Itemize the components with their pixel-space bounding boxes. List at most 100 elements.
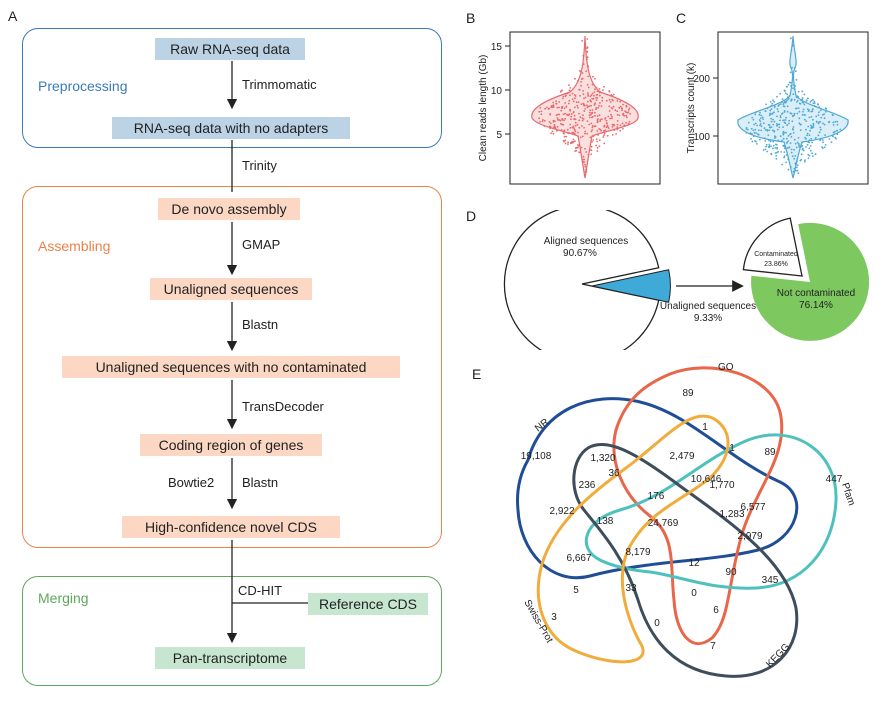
violin-dot — [584, 165, 587, 168]
violin-dot — [565, 135, 568, 138]
violin-dot — [780, 151, 782, 153]
label-not-contaminated-pct: 76.14% — [799, 300, 833, 311]
violin-dot — [808, 147, 811, 150]
violin-dot — [581, 39, 584, 42]
violin-dot — [603, 132, 606, 135]
violin-dot — [629, 113, 631, 115]
violin-dot — [592, 97, 595, 100]
violin-dot — [779, 135, 782, 138]
violin-dot — [797, 142, 800, 145]
violin-dot — [783, 155, 786, 158]
violin-dot — [786, 124, 789, 126]
violin-dot — [598, 128, 600, 130]
violin-dot — [774, 152, 777, 154]
violin-dot — [559, 90, 562, 93]
violin-dot — [574, 150, 577, 153]
violin-dot — [772, 140, 775, 143]
violin-dot — [578, 126, 581, 129]
violin-dot — [598, 91, 601, 94]
violin-dot — [579, 94, 581, 97]
violin-dot — [577, 79, 579, 82]
violin-dot — [578, 151, 581, 154]
violin-dot — [786, 96, 789, 98]
violin-dot — [601, 99, 604, 102]
violin-dot — [822, 122, 824, 125]
violin-dot — [811, 152, 814, 155]
violin-dot — [787, 135, 790, 137]
violin-dot — [549, 122, 552, 125]
violin-dot — [606, 122, 608, 125]
violin-dot — [809, 129, 811, 132]
violin-dot — [771, 102, 774, 105]
violin-dot — [755, 132, 758, 134]
venn-set-go — [612, 366, 784, 645]
violin-dot — [786, 147, 789, 149]
violin-dot — [619, 124, 622, 127]
violin-dot — [799, 129, 802, 132]
violin-dot — [785, 116, 787, 119]
violin-dot — [628, 107, 631, 110]
box-reference-cds: Reference CDS — [308, 593, 428, 615]
violin-dot — [802, 149, 805, 152]
violin-dot — [755, 111, 757, 114]
violin-dot — [779, 119, 781, 122]
violin-dot — [558, 106, 560, 109]
violin-dot — [805, 120, 808, 122]
venn-region-count: 24,769 — [648, 518, 679, 529]
violin-dot — [830, 141, 833, 143]
violin-dot — [761, 116, 764, 119]
venn-region-count: 345 — [762, 575, 779, 586]
violin-dot — [593, 91, 596, 93]
violin-dot — [582, 102, 585, 105]
violin-dot — [800, 123, 802, 126]
violin-dot — [549, 113, 552, 116]
violin-dot — [806, 97, 809, 100]
violin-b-ylabel: Clean reads length (Gb) — [478, 55, 489, 162]
violin-dot — [790, 112, 793, 115]
violin-dot — [792, 93, 795, 96]
violin-dot — [609, 101, 612, 103]
violin-dot — [751, 140, 754, 143]
violin-dot — [569, 123, 572, 126]
violin-dot — [782, 119, 784, 122]
violin-dot — [576, 104, 579, 107]
violin-dot — [564, 118, 567, 120]
violin-dot — [595, 138, 598, 140]
violin-dot — [778, 104, 780, 106]
box-raw-rnaseq: Raw RNA-seq data — [155, 38, 305, 60]
violin-dot — [792, 132, 795, 134]
violin-dot — [777, 150, 779, 153]
violin-dot — [762, 118, 764, 120]
violin-dot — [758, 119, 761, 121]
violin-dot — [795, 79, 798, 81]
violin-dot — [781, 139, 783, 142]
violin-dot — [770, 145, 772, 147]
violin-dot — [602, 89, 604, 91]
violin-dot — [819, 126, 822, 129]
venn-region-count: 0 — [654, 618, 660, 629]
violin-dot — [596, 119, 599, 121]
violin-dot — [764, 129, 767, 131]
violin-dot — [577, 135, 579, 138]
violin-dot — [752, 129, 755, 132]
venn-set-pfam — [584, 433, 838, 590]
violin-dot — [543, 119, 546, 122]
violin-dot — [548, 125, 551, 128]
violin-dot — [596, 130, 599, 132]
violin-dot — [566, 92, 569, 95]
violin-dot — [578, 112, 580, 115]
violin-dot — [569, 94, 571, 97]
violin-dot — [798, 110, 801, 113]
violin-dot — [767, 134, 770, 136]
violin-dot — [802, 147, 804, 150]
violin-dot — [821, 114, 824, 116]
violin-dot — [586, 120, 589, 122]
violin-dot — [572, 100, 575, 103]
violin-dot — [791, 155, 794, 158]
label-unaligned: Unaligned sequences — [660, 301, 756, 312]
violin-dot — [567, 102, 570, 105]
violin-dot — [604, 117, 607, 119]
violin-dot — [770, 108, 773, 110]
violin-dot — [768, 146, 771, 149]
violin-dot — [592, 115, 594, 118]
